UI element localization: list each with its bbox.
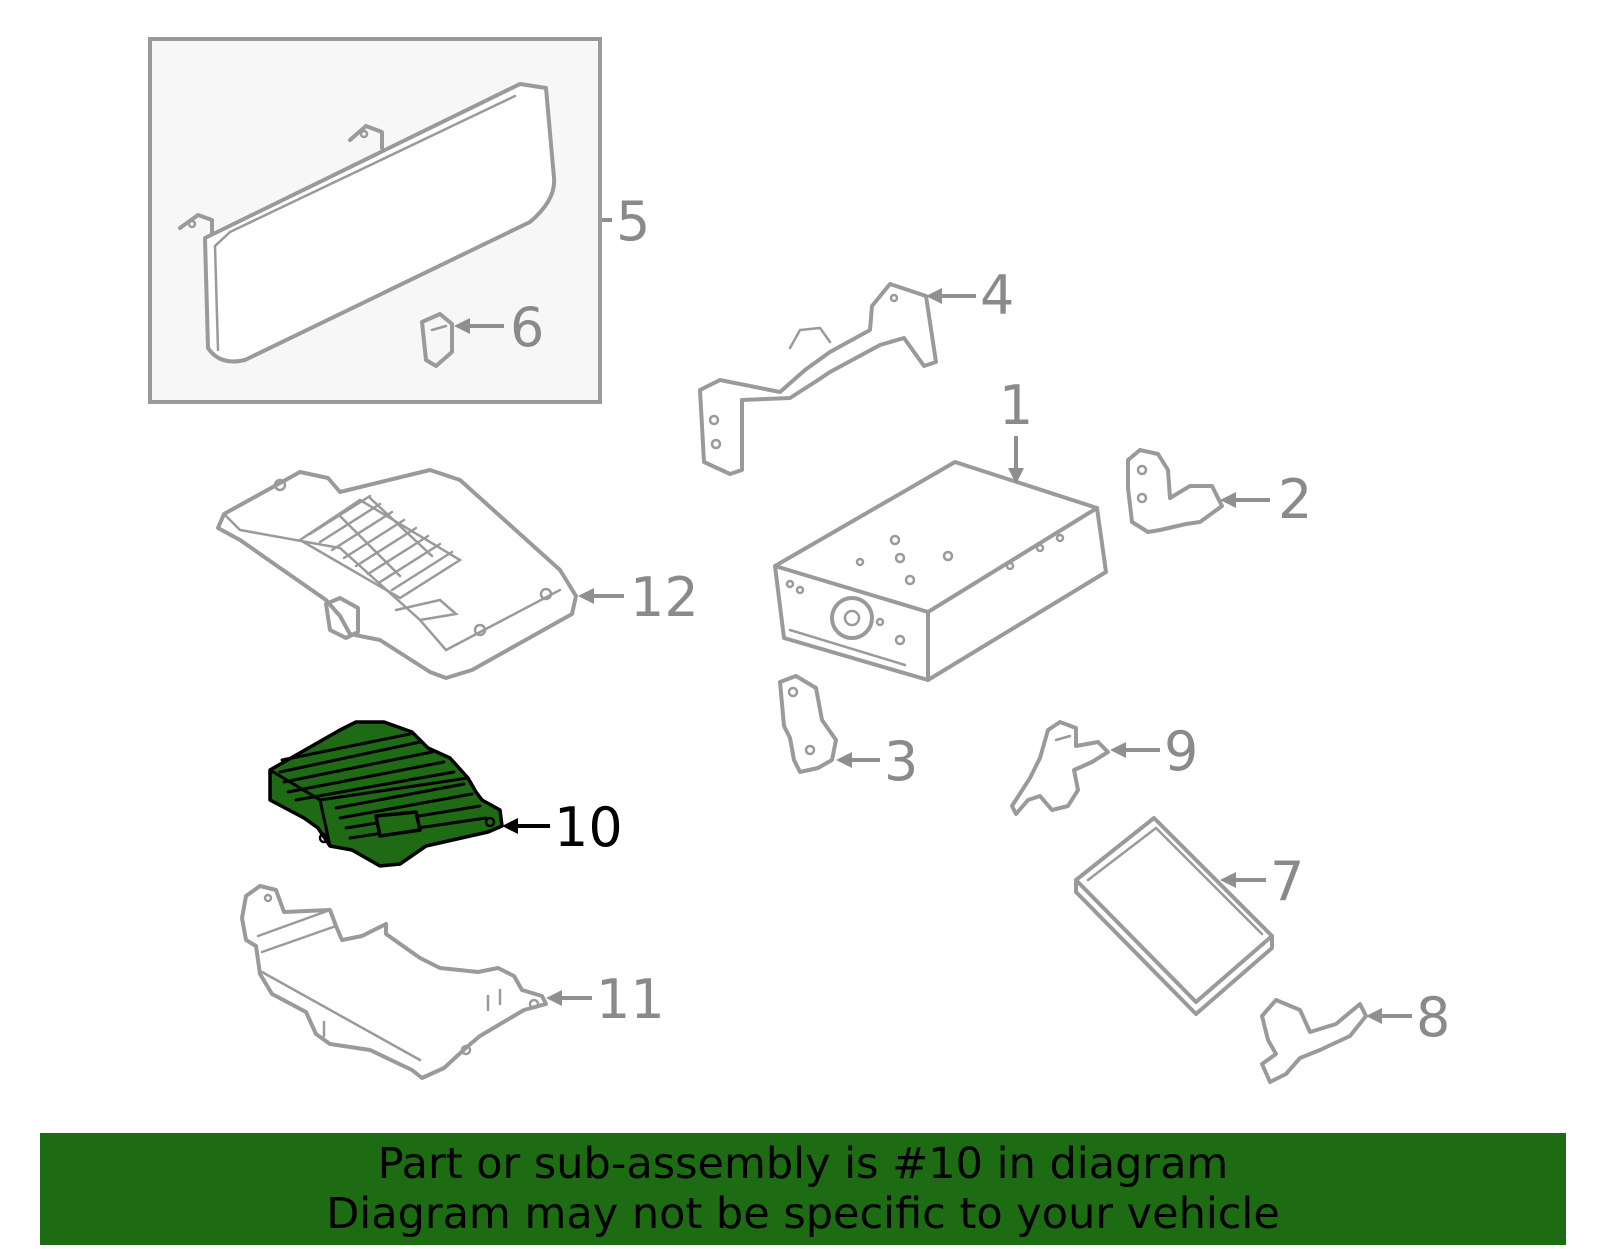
callout-label-5: 5 bbox=[616, 190, 650, 253]
part-3-bracket[interactable] bbox=[778, 674, 838, 774]
callout-label-12: 12 bbox=[630, 566, 699, 629]
callout-label-7: 7 bbox=[1270, 850, 1304, 913]
callout-7: 7 bbox=[1220, 850, 1304, 913]
footer-line-1: Part or sub-assembly is #10 in diagram bbox=[377, 1139, 1229, 1189]
callout-label-9: 9 bbox=[1164, 720, 1198, 783]
part-10-amplifier[interactable] bbox=[268, 720, 504, 868]
part-9-clip[interactable] bbox=[1010, 720, 1110, 816]
callout-label-8: 8 bbox=[1416, 986, 1450, 1049]
callout-label-11: 11 bbox=[596, 968, 665, 1031]
callout-12: 12 bbox=[578, 566, 699, 629]
part-4-bracket[interactable] bbox=[698, 282, 938, 476]
callout-label-3: 3 bbox=[884, 730, 918, 793]
part-7-display[interactable] bbox=[1074, 816, 1274, 1016]
part-1-radio-unit[interactable] bbox=[773, 460, 1108, 682]
callout-label-6: 6 bbox=[510, 296, 544, 359]
part-8-clip[interactable] bbox=[1260, 998, 1368, 1084]
callout-label-1: 1 bbox=[999, 374, 1033, 437]
part-5-assembly[interactable] bbox=[148, 37, 602, 404]
callout-label-2: 2 bbox=[1278, 468, 1312, 531]
callout-label-10: 10 bbox=[554, 796, 623, 859]
part-6-clip[interactable] bbox=[420, 312, 454, 368]
callout-3: 3 bbox=[836, 730, 918, 793]
callout-1: 1 bbox=[999, 374, 1033, 484]
footer-banner: Part or sub-assembly is #10 in diagram D… bbox=[40, 1133, 1566, 1245]
callout-label-4: 4 bbox=[980, 264, 1014, 327]
callout-10: 10 bbox=[502, 796, 623, 859]
part-11-bracket[interactable] bbox=[240, 884, 548, 1080]
callout-11: 11 bbox=[546, 968, 665, 1031]
part-2-bracket[interactable] bbox=[1126, 448, 1224, 534]
callout-5: 5 bbox=[602, 190, 650, 253]
footer-line-2: Diagram may not be specific to your vehi… bbox=[326, 1189, 1280, 1239]
callout-4: 4 bbox=[926, 264, 1014, 327]
callout-6: 6 bbox=[454, 296, 544, 359]
part-12-cover[interactable] bbox=[216, 468, 578, 680]
callout-8: 8 bbox=[1366, 986, 1450, 1049]
callout-9: 9 bbox=[1110, 720, 1198, 783]
callout-2: 2 bbox=[1220, 468, 1312, 531]
